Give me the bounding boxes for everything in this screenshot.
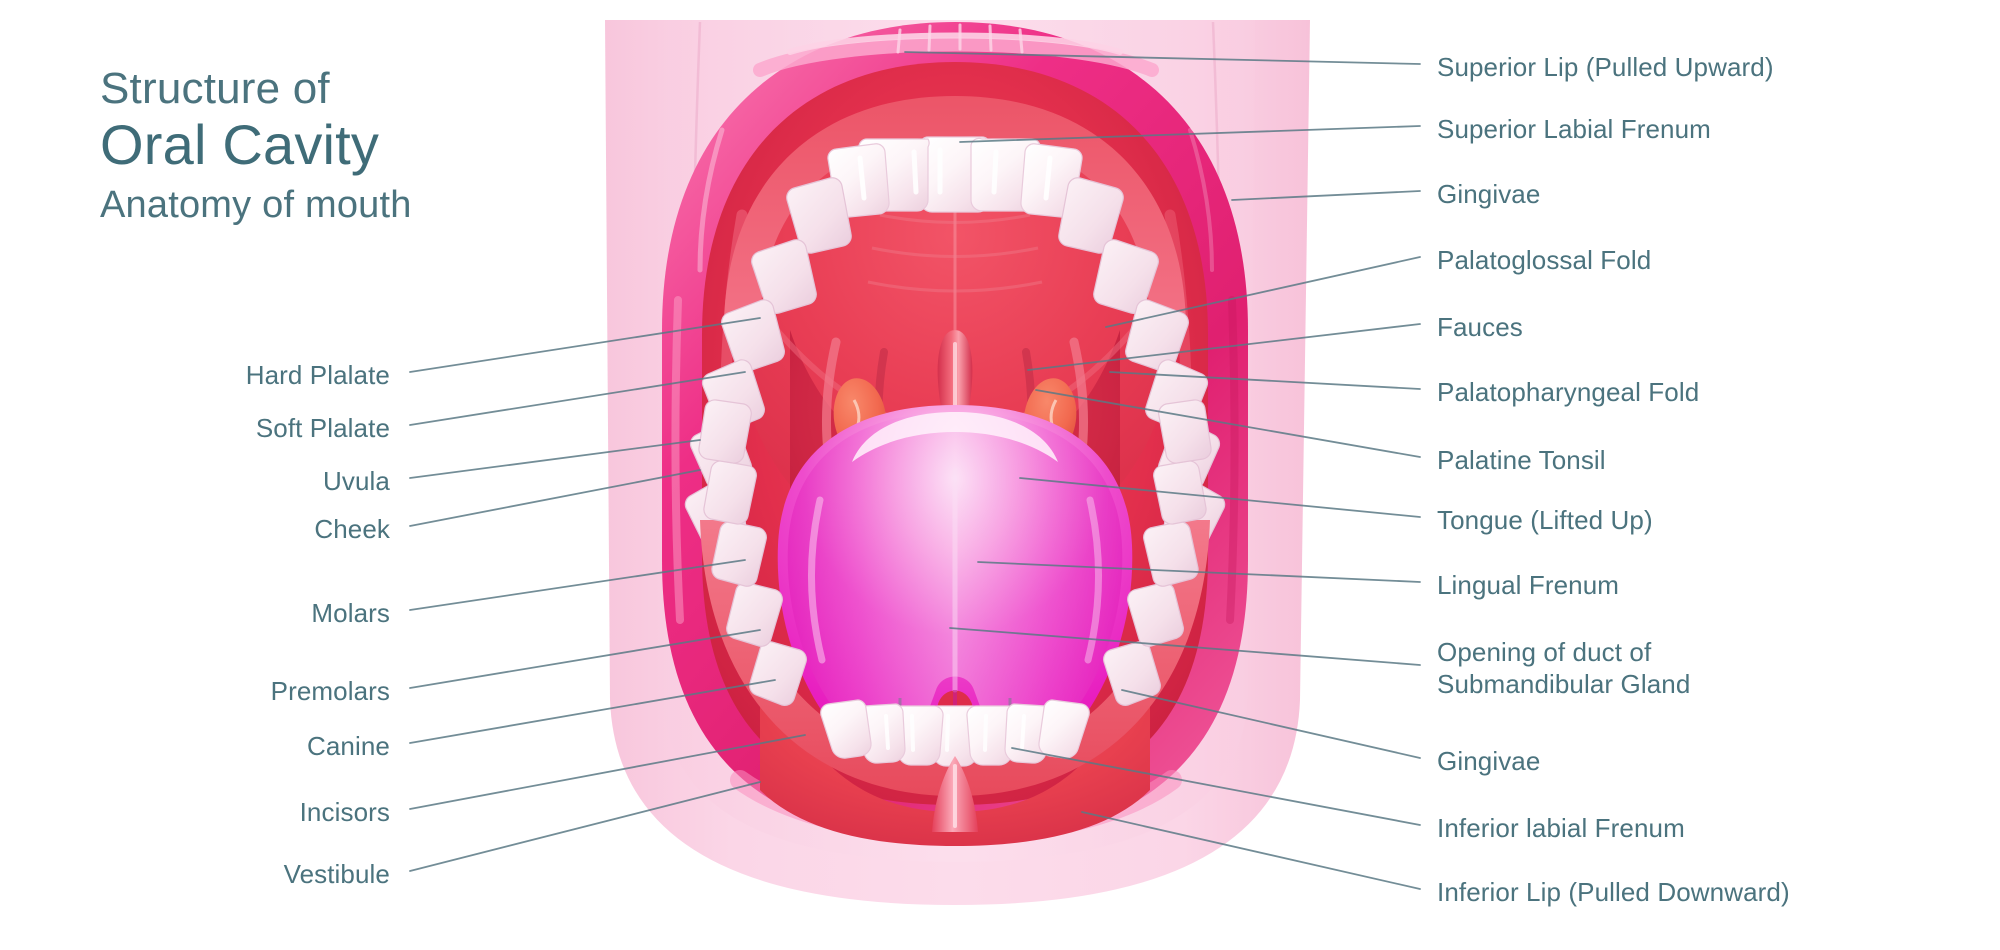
label-submandibular-duct[interactable]: Opening of duct of Submandibular Gland <box>1437 637 1691 699</box>
label-tongue[interactable]: Tongue (Lifted Up) <box>1437 505 1653 535</box>
label-palatine-tonsil[interactable]: Palatine Tonsil <box>1437 445 1606 475</box>
lower-teeth <box>698 399 1212 796</box>
leader-molars <box>409 559 746 611</box>
face-skin-shape <box>605 20 1310 905</box>
label-inferior-labial-frenum[interactable]: Inferior labial Frenum <box>1437 813 1685 843</box>
leader-vestibule <box>409 781 761 872</box>
leader-gingivae-bottom <box>1121 689 1421 759</box>
leader-superior-labial-frenum <box>959 125 1421 143</box>
page-title: Oral Cavity <box>100 113 380 176</box>
label-superior-lip[interactable]: Superior Lip (Pulled Upward) <box>1437 52 1774 82</box>
uvula-shape <box>937 330 973 436</box>
leader-cheek <box>409 469 701 527</box>
floor-of-mouth <box>760 640 1150 846</box>
label-uvula[interactable]: Uvula <box>323 466 390 496</box>
submandibular-duct-openings <box>908 744 1002 760</box>
leader-palatine-tonsil <box>1035 389 1421 458</box>
leader-gingivae-top <box>1231 190 1421 201</box>
subtitle: Anatomy of mouth <box>100 184 412 226</box>
label-inferior-lip[interactable]: Inferior Lip (Pulled Downward) <box>1437 877 1790 907</box>
lip-gloss <box>697 127 1214 273</box>
label-molars[interactable]: Molars <box>311 598 390 628</box>
label-gingivae-bottom[interactable]: Gingivae <box>1437 746 1541 776</box>
label-incisors[interactable]: Incisors <box>299 797 390 827</box>
leader-inferior-lip <box>1081 811 1421 890</box>
fauces-region <box>767 320 1143 640</box>
label-gingivae-top[interactable]: Gingivae <box>1437 179 1541 209</box>
label-cheek[interactable]: Cheek <box>314 514 390 544</box>
label-vestibule[interactable]: Vestibule <box>283 859 390 889</box>
leader-superior-lip <box>904 51 1421 65</box>
label-hard-palate[interactable]: Hard Plalate <box>245 360 390 390</box>
leader-palatopharyngeal-fold <box>1109 371 1421 390</box>
label-palatopharyngeal-fold[interactable]: Palatopharyngeal Fold <box>1437 377 1700 407</box>
label-soft-palate[interactable]: Soft Plalate <box>255 413 390 443</box>
tongue-shape <box>777 405 1133 773</box>
label-canine[interactable]: Canine <box>307 731 390 761</box>
leader-tongue <box>1019 477 1421 518</box>
title-block: Structure of Oral Cavity Anatomy of mout… <box>100 62 412 230</box>
upper-arch <box>724 96 1186 560</box>
leader-canine <box>409 679 776 744</box>
palatopharyngeal-fold-shape <box>874 348 1036 484</box>
leader-submandibular-duct <box>949 627 1421 666</box>
label-palatoglossal-fold[interactable]: Palatoglossal Fold <box>1437 245 1652 275</box>
leader-premolars <box>409 629 761 689</box>
oral-mucosa <box>702 62 1208 805</box>
leader-lingual-frenum <box>977 561 1421 583</box>
inferior-labial-frenum-shape <box>932 756 978 832</box>
leader-incisors <box>409 734 806 810</box>
leader-soft-palate <box>409 371 746 426</box>
leader-fauces <box>1027 323 1421 371</box>
leader-hard-palate <box>409 317 761 373</box>
palatoglossal-fold-shape <box>821 337 1089 493</box>
label-superior-labial-frenum[interactable]: Superior Labial Frenum <box>1437 114 1711 144</box>
label-fauces[interactable]: Fauces <box>1437 312 1523 342</box>
palatine-tonsil-shape <box>833 378 1077 458</box>
lingual-frenum-shape <box>898 690 1012 744</box>
leader-inferior-labial-frenum <box>1011 747 1421 826</box>
upper-teeth <box>684 136 1226 548</box>
label-lingual-frenum[interactable]: Lingual Frenum <box>1437 570 1620 600</box>
title-line-1: Structure of <box>100 64 330 113</box>
leader-palatoglossal-fold <box>1105 256 1421 328</box>
lips-ring <box>662 22 1248 844</box>
leader-uvula <box>409 439 701 479</box>
label-premolars[interactable]: Premolars <box>270 676 390 706</box>
